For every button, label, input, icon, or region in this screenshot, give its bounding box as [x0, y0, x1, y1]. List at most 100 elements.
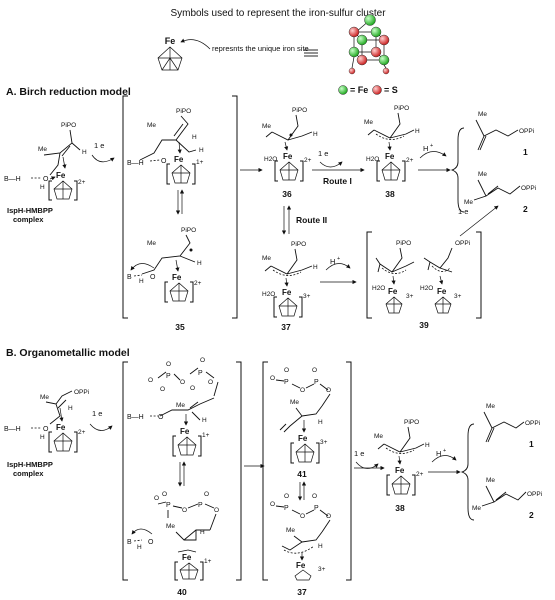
- svg-text:H: H: [199, 147, 204, 154]
- svg-text:O: O: [182, 507, 187, 514]
- isph-hmbpp-complex-b: OPPi Me H B—H O H Fe 2+ IspH-HMBPP compl…: [4, 389, 89, 478]
- svg-text:O: O: [200, 357, 205, 364]
- legend-fe-label: = Fe: [350, 85, 368, 95]
- section-a-title: A. Birch reduction model: [6, 86, 131, 98]
- svg-text:O: O: [270, 375, 275, 382]
- svg-text:1 e: 1 e: [458, 207, 468, 216]
- label-38-b: 38: [395, 503, 405, 513]
- svg-text:O: O: [208, 379, 213, 386]
- svg-text:P: P: [314, 505, 319, 512]
- route-2-equilibrium: Route II: [281, 205, 327, 235]
- svg-text:Me: Me: [262, 123, 271, 130]
- svg-text:H2O: H2O: [372, 285, 385, 292]
- svg-text:O: O: [180, 379, 185, 386]
- svg-text:O: O: [154, 495, 159, 502]
- svg-text:H: H: [82, 149, 87, 156]
- label-37-a: 37: [281, 322, 291, 332]
- product-2-b: Me Me OPPi 2: [472, 477, 542, 520]
- svg-text:O: O: [326, 513, 331, 520]
- svg-text:Me: Me: [472, 505, 481, 512]
- svg-text:O: O: [214, 507, 219, 514]
- h2o-36: H2O: [264, 156, 277, 163]
- svg-text:O: O: [190, 385, 195, 392]
- svg-text:+: +: [443, 448, 446, 454]
- svg-text:Route II: Route II: [296, 215, 327, 225]
- svg-text:Me: Me: [374, 433, 383, 440]
- svg-text:Me: Me: [290, 399, 299, 406]
- svg-text:Fe: Fe: [437, 287, 447, 296]
- svg-text:B—H: B—H: [4, 176, 21, 183]
- label-36: 36: [282, 189, 292, 199]
- structure-36: PiPO Me H Fe H2O 2+: [262, 107, 318, 182]
- protonation-arrow-a: H +: [418, 143, 451, 173]
- structure-40-bottom: O P P O O O O Me H B H O Fe 1+: [127, 491, 219, 581]
- svg-text:H: H: [68, 405, 73, 412]
- electron-arrow-39-to-products: 1 e: [458, 205, 499, 237]
- svg-text:O: O: [43, 426, 49, 433]
- product-brace-b: [460, 423, 475, 521]
- section-b-title: B. Organometallic model: [6, 347, 130, 359]
- svg-text:O: O: [148, 377, 153, 384]
- structure-39-left: PiPO Fe H2O 3+: [372, 240, 415, 314]
- svg-text:2+: 2+: [78, 179, 86, 186]
- svg-text:1 e: 1 e: [354, 449, 364, 458]
- svg-text:1 e: 1 e: [94, 141, 104, 150]
- svg-text:H: H: [436, 449, 441, 458]
- legend-fe-dot: [338, 85, 348, 95]
- svg-text:Me: Me: [262, 255, 271, 262]
- svg-text:O: O: [312, 493, 317, 500]
- svg-text:H: H: [40, 184, 45, 191]
- svg-text:PiPO: PiPO: [176, 108, 191, 115]
- svg-text:+: +: [430, 143, 433, 149]
- structure-35-top: PiPO Me H H B—H O Fe 1+: [127, 108, 204, 185]
- svg-text:B—H: B—H: [127, 414, 144, 421]
- svg-text:1+: 1+: [202, 432, 210, 439]
- structure-38-a: PiPO Me H Fe H2O 2+: [364, 105, 420, 182]
- svg-text:IspH-HMBPP: IspH-HMBPP: [7, 206, 53, 215]
- svg-text:O: O: [148, 539, 154, 546]
- svg-text:2+: 2+: [194, 280, 202, 287]
- svg-text:OPPi: OPPi: [521, 185, 536, 192]
- svg-text:H: H: [200, 529, 205, 536]
- svg-text:Me: Me: [40, 394, 49, 401]
- svg-text:H: H: [202, 417, 207, 424]
- structure-39-right: OPPi Fe H2O 3+: [420, 240, 470, 314]
- label-38-a: 38: [385, 189, 395, 199]
- svg-text:H: H: [313, 131, 318, 138]
- svg-text:H: H: [40, 434, 45, 441]
- product-brace-a: [450, 127, 465, 213]
- svg-text:P: P: [284, 379, 289, 386]
- svg-text:OPPi: OPPi: [455, 240, 470, 247]
- svg-text:H: H: [330, 257, 335, 266]
- label-1-b: 1: [529, 439, 534, 449]
- svg-text:PiPO: PiPO: [61, 122, 76, 129]
- label-1-a: 1: [523, 147, 528, 157]
- label-41: 41: [297, 469, 307, 479]
- label-40: 40: [177, 587, 187, 597]
- svg-text:H2O: H2O: [420, 285, 433, 292]
- svg-text:H2O: H2O: [366, 156, 379, 163]
- unique-site-arrow: [180, 38, 211, 50]
- svg-text:O: O: [204, 491, 209, 498]
- svg-text:2+: 2+: [304, 157, 312, 164]
- svg-text:B: B: [127, 274, 132, 281]
- svg-text:OPPi: OPPi: [527, 491, 542, 498]
- svg-text:Me: Me: [478, 171, 487, 178]
- svg-text:1+: 1+: [204, 558, 212, 565]
- svg-text:Me: Me: [364, 119, 373, 126]
- svg-text:2+: 2+: [78, 429, 86, 436]
- svg-text:H2O: H2O: [262, 291, 275, 298]
- structure-38-b: PiPO Me H Fe 2+: [374, 419, 430, 496]
- svg-text:PiPO: PiPO: [404, 419, 419, 426]
- svg-text:O: O: [160, 386, 165, 393]
- svg-text:Me: Me: [486, 477, 495, 484]
- svg-text:H: H: [318, 419, 323, 426]
- product-1-a: Me OPPi 1: [475, 111, 534, 157]
- svg-text:B—H: B—H: [127, 160, 144, 167]
- svg-text:complex: complex: [13, 215, 44, 224]
- header-title: Symbols used to represent the iron-sulfu…: [170, 8, 386, 19]
- fe4s4-cube-model: [348, 14, 390, 75]
- equilibrium-arrow-40: [177, 461, 187, 487]
- product-1-b: Me OPPi 1: [483, 403, 540, 449]
